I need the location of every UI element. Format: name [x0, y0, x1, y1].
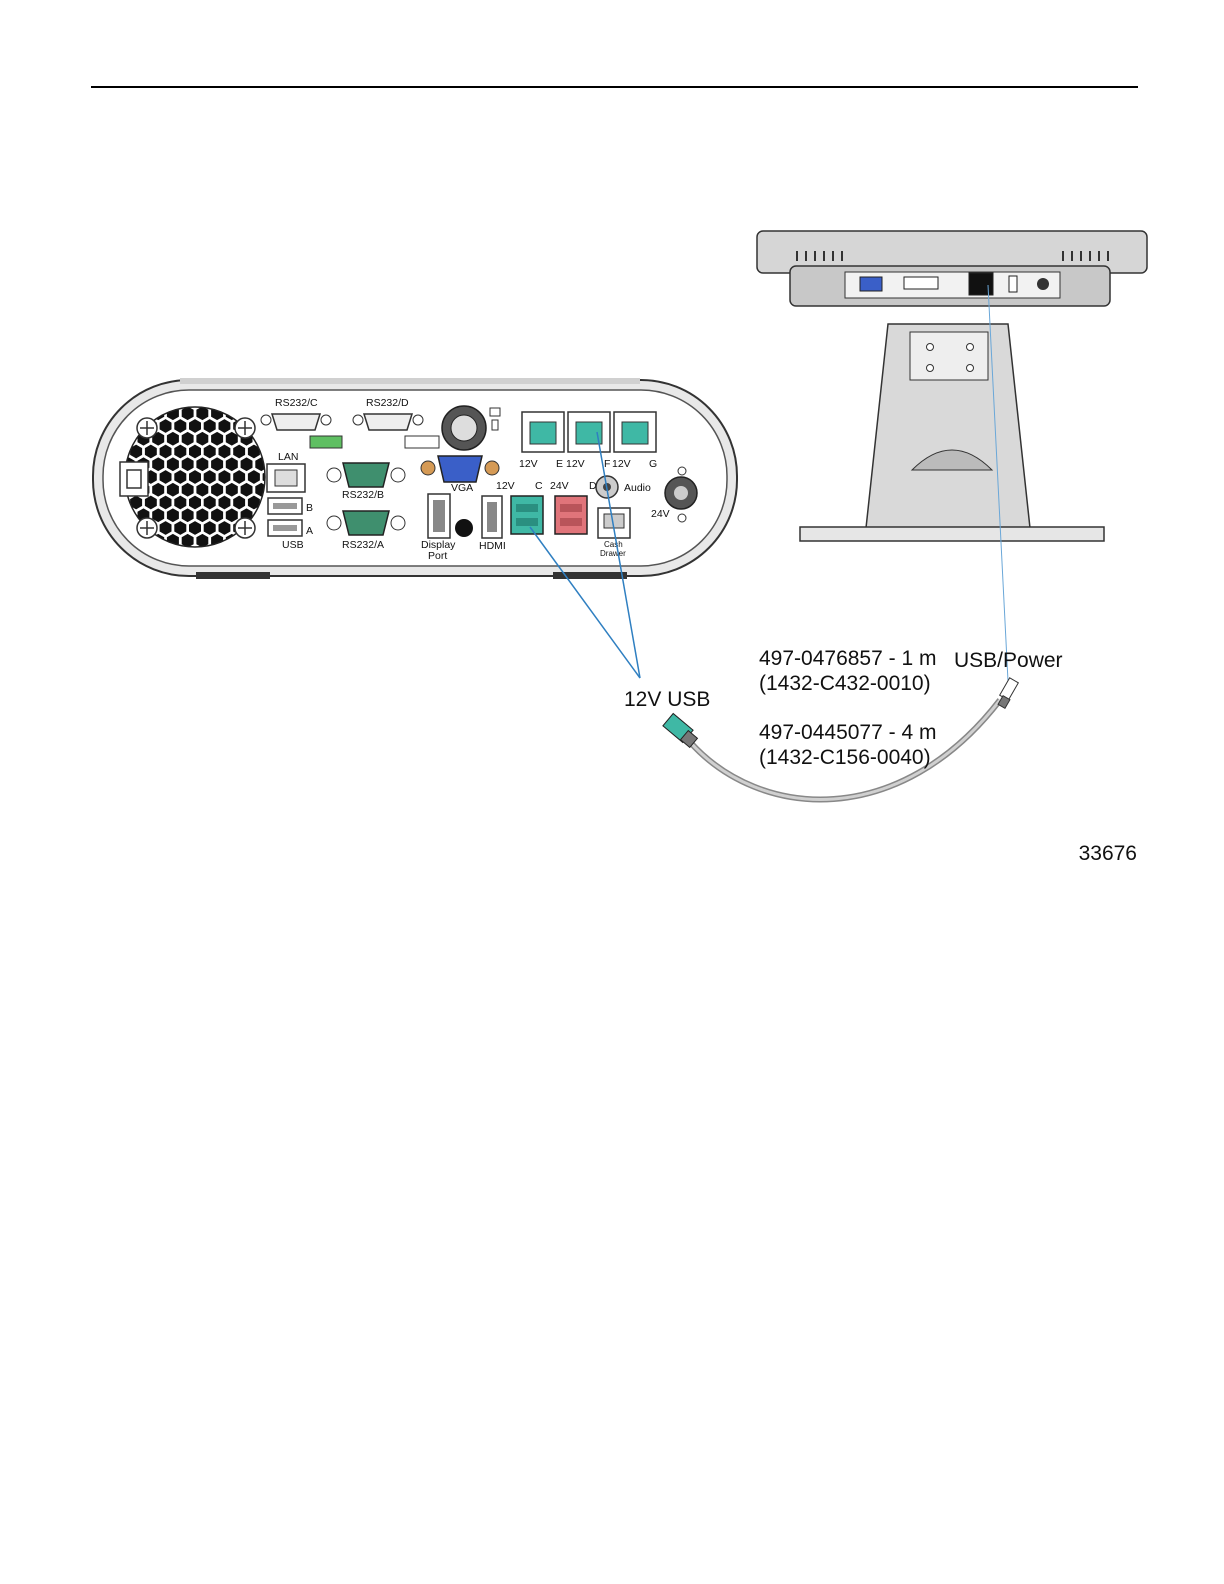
rs232-b-label: RS232/B [342, 489, 384, 501]
usb-e-voltage: 12V [519, 458, 538, 470]
powered-usb-e [522, 412, 564, 452]
rs232-d-label: RS232/D [366, 397, 409, 409]
display-port-label-2: Port [428, 550, 447, 562]
powered-usb-f [568, 412, 610, 452]
display-port [428, 494, 450, 538]
cable1-part-number: 497-0476857 - 1 m [759, 647, 936, 670]
cable2-part-number: 497-0445077 - 4 m [759, 721, 936, 744]
button-icon [455, 519, 473, 537]
cable1-code: (1432-C432-0010) [759, 672, 931, 695]
powered-usb-d [555, 496, 587, 534]
fan-hole [86, 547, 98, 561]
powered-usb-c [511, 496, 543, 534]
fan-hole [101, 547, 113, 561]
lock-slot-icon [120, 462, 148, 496]
rs232-a-label: RS232/A [342, 539, 384, 551]
cash-drawer-label-1: Cash [604, 540, 623, 549]
lan-label: LAN [278, 451, 298, 463]
usb-b-label: B [306, 502, 313, 514]
usb-c-voltage: 12V [496, 480, 515, 492]
fan-hole [93, 534, 105, 548]
powered-usb-g [614, 412, 656, 452]
display-stand [800, 324, 1104, 541]
rs232-c-label: RS232/C [275, 397, 318, 409]
cash-drawer-label-2: Drawer [600, 549, 626, 558]
usb-e-letter: E [556, 458, 563, 470]
ps2-round-connector [442, 406, 486, 450]
status-connector [310, 436, 342, 448]
hdmi-label: HDMI [479, 540, 506, 552]
usb-d-voltage: 24V [550, 480, 569, 492]
usb-port-b [268, 498, 302, 514]
small-indicator [490, 408, 500, 416]
usb-a-label: A [306, 525, 313, 537]
power-24v-label: 24V [651, 508, 670, 520]
fan-hole [93, 406, 105, 420]
powered-usb-plug [663, 714, 698, 748]
fan-hole [86, 394, 98, 408]
usb-c-letter: C [535, 480, 543, 492]
internal-connector [405, 436, 439, 448]
usb-g-voltage: 12V [612, 458, 631, 470]
display-monitor [757, 231, 1147, 306]
fan-hole [86, 521, 98, 535]
audio-label: Audio [624, 482, 651, 494]
figure-number: 33676 [1079, 842, 1137, 865]
usb-f-voltage: 12V [566, 458, 585, 470]
vga-label: VGA [451, 482, 473, 494]
fan-hole [101, 394, 113, 408]
usb-port-a [268, 520, 302, 536]
cable2-code: (1432-C156-0040) [759, 746, 931, 769]
lan-port [267, 464, 305, 492]
usb-12v-callout: 12V USB [624, 688, 710, 711]
fan-hole [86, 419, 98, 433]
usb-label: USB [282, 539, 304, 551]
hdmi-port [482, 496, 502, 538]
usb-power-plug [998, 678, 1018, 708]
usb-power-callout: USB/Power [954, 649, 1063, 672]
usb-g-letter: G [649, 458, 657, 470]
usb-f-letter: F [604, 458, 610, 470]
